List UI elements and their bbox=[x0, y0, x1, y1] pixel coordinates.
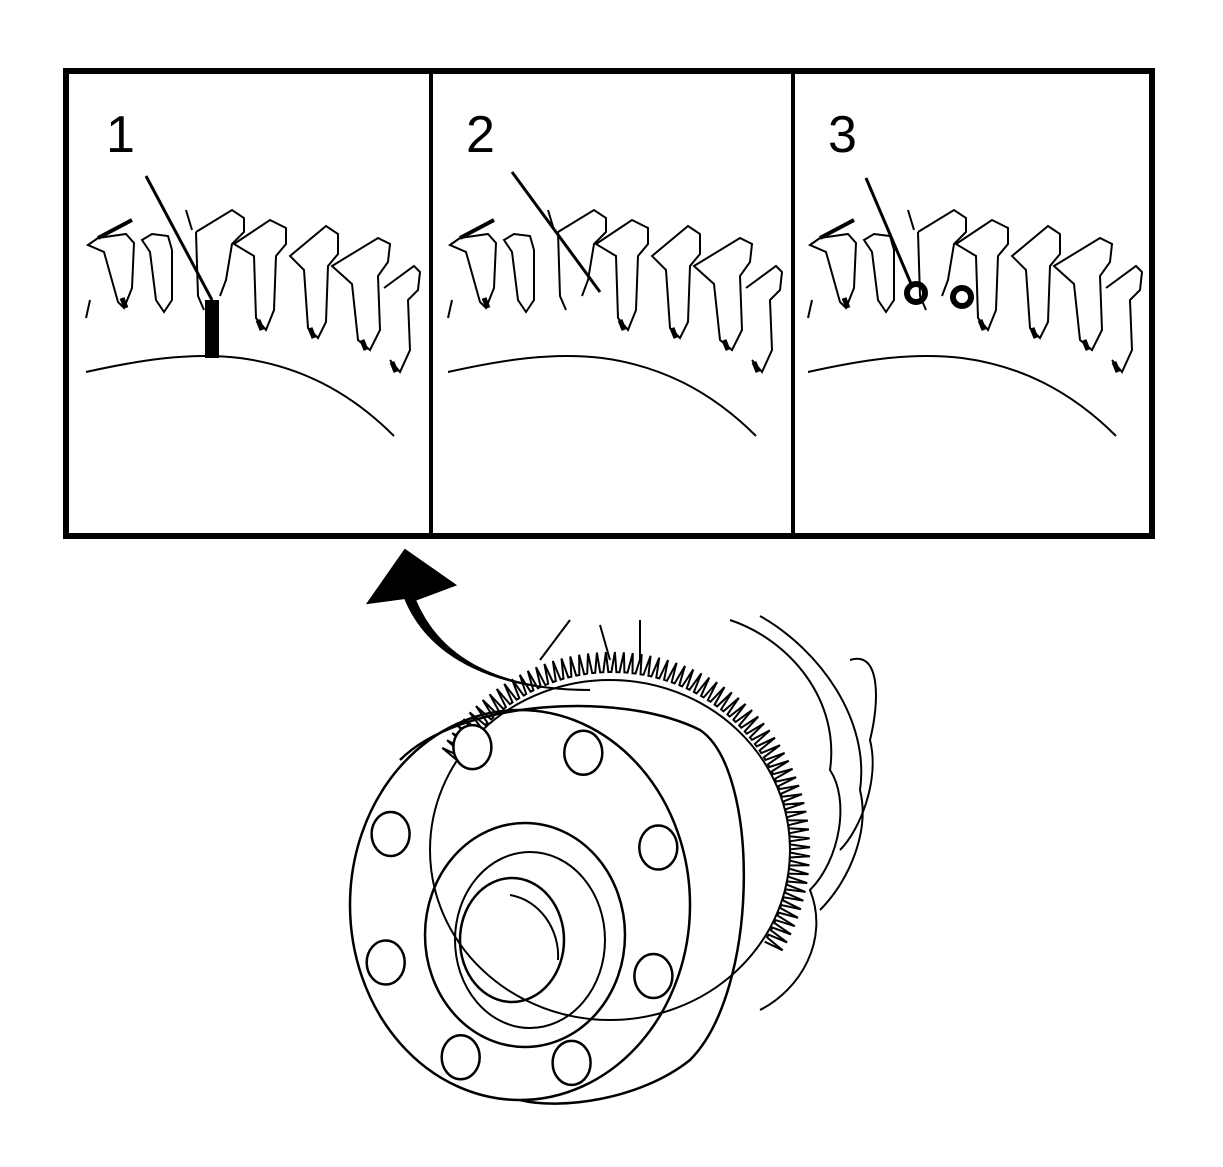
ring-gear-teeth bbox=[441, 651, 811, 952]
gear-teeth-detail-2 bbox=[448, 210, 782, 436]
flange-bolt-holes bbox=[365, 723, 679, 1087]
bolt-hole bbox=[370, 810, 411, 858]
bolt-hole bbox=[365, 939, 406, 986]
leader-line-1 bbox=[144, 175, 214, 301]
ring-gear-body bbox=[429, 679, 791, 1021]
ring-gear-tooth-outline bbox=[441, 651, 811, 952]
callout-label-2: 2 bbox=[466, 106, 495, 164]
hub-bore-depth bbox=[509, 894, 560, 961]
leader-line-3 bbox=[864, 177, 914, 287]
bolt-hole bbox=[440, 1034, 481, 1081]
flange-rim bbox=[399, 704, 745, 1105]
gear-teeth-detail-1 bbox=[86, 210, 420, 436]
panel-2-missing-tooth: 2 bbox=[448, 106, 782, 436]
bolt-hole bbox=[452, 723, 493, 771]
bolt-hole bbox=[551, 1039, 592, 1087]
leader-line-2 bbox=[510, 171, 602, 293]
panel-1-chipped-tooth: 1 bbox=[86, 106, 420, 436]
tooth-damage-mark-1 bbox=[205, 300, 219, 358]
callout-label-3: 3 bbox=[828, 106, 857, 164]
curved-arrow-icon bbox=[365, 548, 591, 691]
callout-label-1: 1 bbox=[106, 106, 135, 164]
hub-inner bbox=[454, 851, 606, 1029]
detail-frame bbox=[63, 68, 1155, 539]
crankshaft-gear-assembly bbox=[348, 615, 877, 1105]
gear-teeth-detail-3 bbox=[808, 210, 1142, 436]
panel-3-pitted-tooth: 3 bbox=[808, 106, 1142, 436]
pit-mark-b bbox=[950, 285, 974, 309]
bolt-hole bbox=[638, 824, 679, 871]
pit-mark-a bbox=[904, 281, 928, 305]
bolt-hole bbox=[563, 729, 604, 776]
hub-outer bbox=[423, 821, 627, 1049]
hub-bore bbox=[458, 876, 566, 1004]
bolt-hole bbox=[633, 952, 674, 1000]
flange-face bbox=[348, 708, 692, 1102]
